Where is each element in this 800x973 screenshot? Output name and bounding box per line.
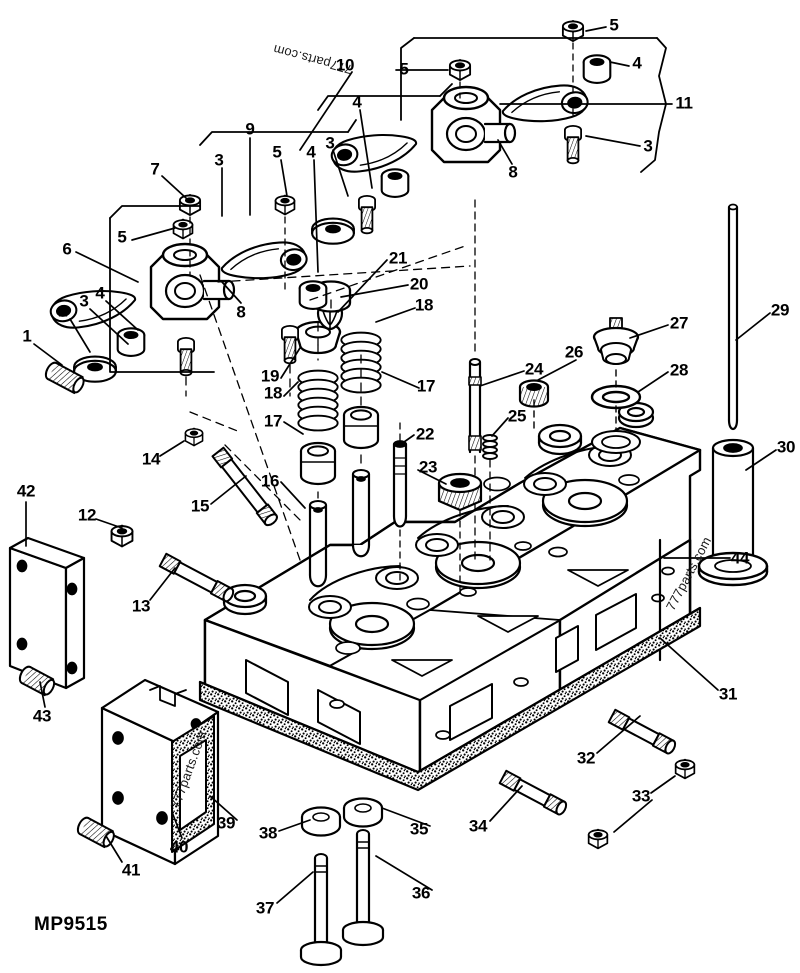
callout-number: 8: [236, 302, 246, 322]
callout-number: 42: [16, 481, 36, 501]
side-cover-bracket-39-40: [100, 678, 220, 866]
stud-34: [498, 769, 568, 816]
head-bolt-36: [341, 797, 385, 947]
callout-number: 26: [564, 342, 584, 362]
callout-number: 27: [669, 313, 689, 333]
callout-number: 44: [730, 548, 750, 568]
callout-number: 7: [150, 159, 160, 179]
callout-number: 5: [272, 142, 282, 162]
callout-number: 16: [260, 471, 280, 491]
figure-label: MP9515: [34, 914, 108, 935]
callout-number: 40: [169, 837, 189, 857]
cylinder-head-body: [203, 401, 702, 784]
rocker-stud-15: [211, 446, 278, 527]
callout-number: 41: [121, 860, 141, 880]
callout-number: 13: [131, 596, 151, 616]
callout-number: 18: [414, 295, 434, 315]
callout-number: 8: [508, 162, 518, 182]
callout-number: 33: [631, 786, 651, 806]
callout-number: 15: [190, 496, 210, 516]
thermo-seat-bore: [591, 430, 641, 454]
callout-number: 25: [507, 406, 527, 426]
adjuster-22: [392, 440, 408, 528]
callout-number: 4: [95, 283, 105, 303]
callout-number: 38: [258, 823, 278, 843]
capscrew-1: [44, 361, 85, 395]
nut-14: [184, 427, 204, 447]
leader-lines: [25, 26, 777, 904]
callout-number: 11: [675, 93, 693, 113]
callout-number: 31: [718, 684, 738, 704]
callout-number: 4: [352, 92, 362, 112]
callout-number: 35: [409, 819, 429, 839]
callout-number: 23: [418, 457, 438, 477]
plate-screw-43: [18, 665, 56, 697]
locknut-23: [437, 472, 483, 512]
valve-30: [697, 438, 769, 587]
callout-number: 10: [335, 55, 355, 75]
callout-number: 9: [245, 119, 255, 139]
callout-number: 6: [62, 239, 72, 259]
nut-33-lower: [587, 828, 609, 850]
spring-25: [482, 434, 498, 460]
exploded-guides: [185, 245, 471, 561]
callout-number: 3: [325, 133, 335, 153]
rocker-assembly-left: [44, 193, 328, 395]
valve-stem-29: [727, 203, 739, 431]
callout-number: 17: [263, 411, 283, 431]
callout-number: 14: [141, 449, 161, 469]
callout-number: 22: [415, 424, 435, 444]
callout-number: 4: [632, 53, 642, 73]
callout-number: 3: [79, 291, 89, 311]
callout-number: 5: [399, 59, 409, 79]
callout-number: 2: [58, 301, 68, 321]
rocker-assembly-right: [311, 19, 612, 245]
callout-number: 3: [214, 150, 224, 170]
callout-number: 19: [260, 366, 280, 386]
callout-number: 1: [22, 326, 32, 346]
head-bolt-37: [299, 806, 343, 967]
callout-number: 12: [77, 505, 97, 525]
callout-number: 32: [576, 748, 596, 768]
callout-number: 5: [117, 227, 127, 247]
callout-number: 3: [643, 136, 653, 156]
valve-col-left: [294, 320, 342, 588]
callout-number: 37: [255, 898, 275, 918]
nut-33-upper: [674, 758, 696, 780]
head-gasket-31: [198, 606, 702, 792]
cover-plate-42: [8, 536, 86, 690]
callout-number: 34: [468, 816, 488, 836]
callout-number: 21: [388, 248, 408, 268]
callout-number: 29: [770, 300, 790, 320]
callout-number: 4: [306, 142, 316, 162]
thermostat-27: [592, 317, 640, 365]
callout-number: 39: [216, 813, 236, 833]
stud-32: [607, 708, 677, 755]
bracket-screw-41: [76, 816, 115, 849]
pushrod-24: [468, 358, 482, 454]
stud-13: [158, 552, 235, 603]
callout-number: 43: [32, 706, 52, 726]
callout-number: 30: [776, 437, 796, 457]
callout-number: 36: [411, 883, 431, 903]
plug-26: [518, 379, 550, 408]
callout-number: 20: [409, 274, 429, 294]
callout-number: 24: [524, 359, 544, 379]
callout-number: 17: [416, 376, 436, 396]
callout-number: 18: [263, 383, 283, 403]
callout-number: 28: [669, 360, 689, 380]
oring-28: [590, 384, 642, 410]
callout-number: 5: [609, 15, 619, 35]
